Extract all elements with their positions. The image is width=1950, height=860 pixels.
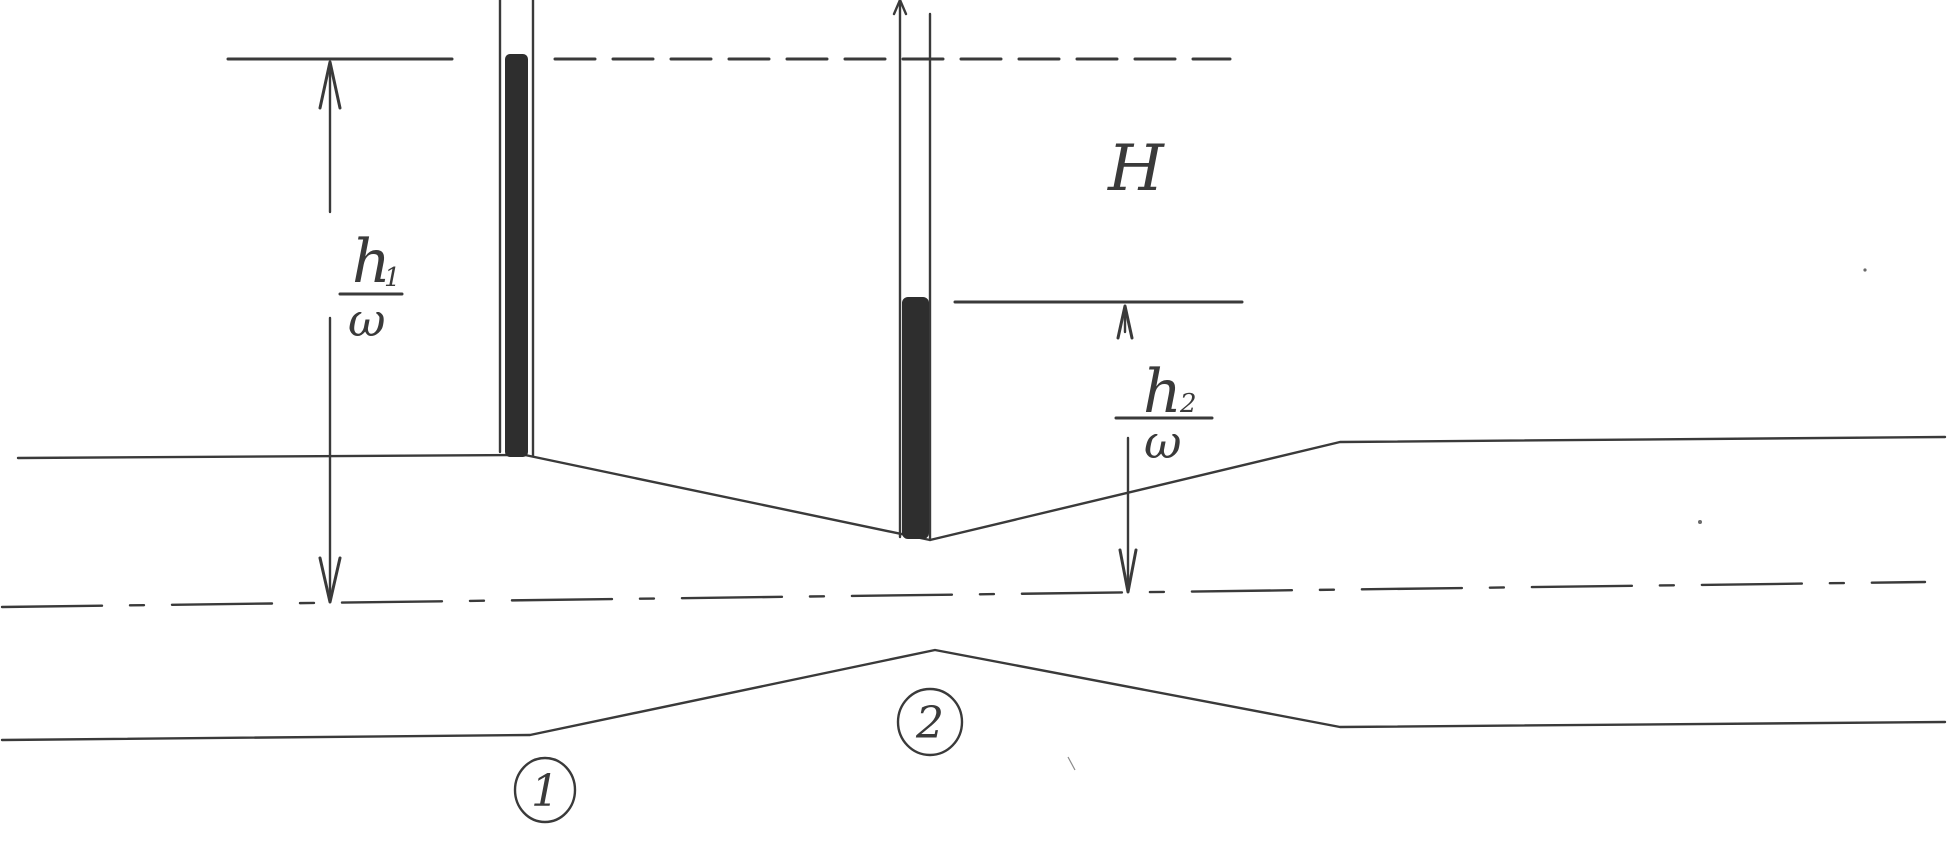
pipe-upper-wall [16,435,1947,542]
h1-arrow-bottom [318,556,342,604]
section-1-label: 1 [531,766,559,817]
section-2-circle [896,687,964,757]
h2-arrow-bottom [1118,548,1138,594]
label-h1-numerator: h [352,227,391,297]
label-h2-subscript: 2 [1179,389,1197,419]
paper-speck [1863,268,1867,272]
piezometer-tube-2-fluid-column [902,297,929,539]
pipe-lower-wall [0,648,1947,742]
section-1-circle [513,756,577,824]
piezometer-tube-1-fluid-column [505,54,528,457]
section-2-label: 2 [915,698,944,749]
label-h1-subscript: 1 [384,263,401,293]
tube-2-arrow-tip [892,0,908,16]
label-h1-denominator: ω [348,293,386,347]
paper-speck [1698,520,1702,524]
label-head-difference: H [1107,132,1165,206]
label-h2-numerator: h [1143,357,1182,427]
pipe-centerline [0,580,1927,609]
h1-arrow-top [318,60,342,110]
h2-arrow-top [1116,304,1134,340]
label-h2-denominator: ω [1144,415,1182,469]
paper-scratch [1067,756,1076,771]
